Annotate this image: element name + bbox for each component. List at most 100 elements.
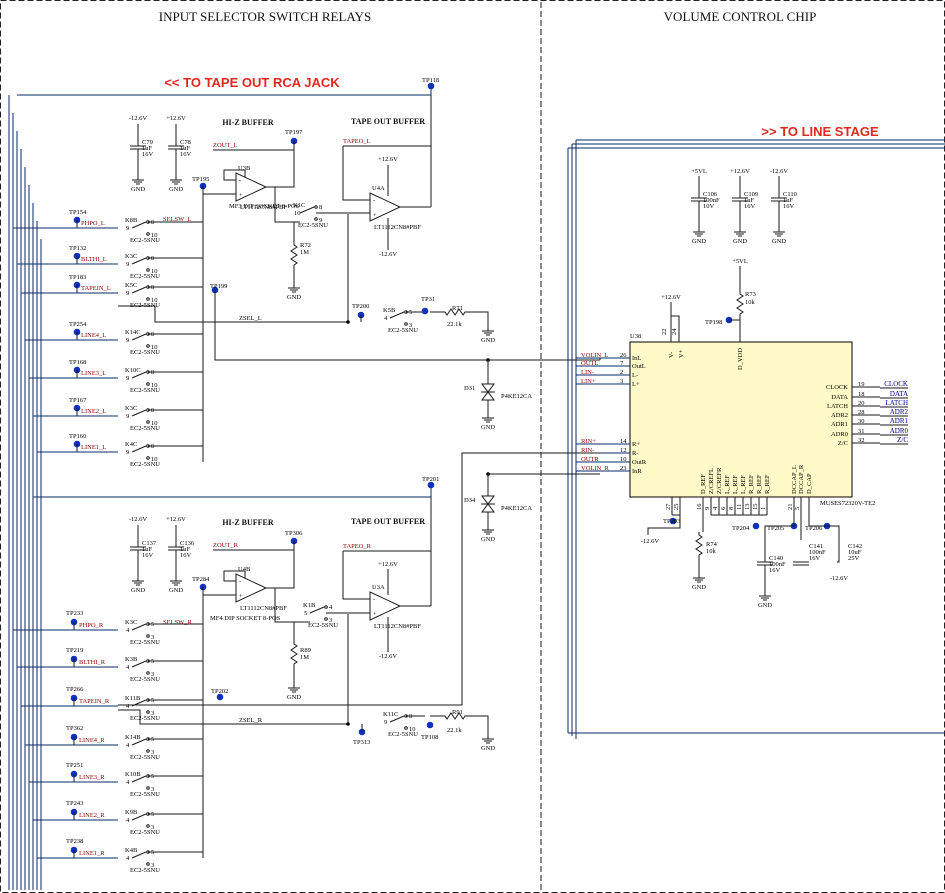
power-label: +5VL	[732, 258, 748, 265]
resistor	[736, 290, 744, 318]
relay-pin: 9	[126, 337, 129, 344]
chip-pin-name: ADR2	[831, 412, 848, 419]
resistor	[430, 712, 480, 720]
chip-pin-name: LATCH	[827, 403, 848, 410]
relay-pin: 3	[151, 710, 154, 717]
power-label: -12.6V	[770, 168, 789, 175]
wire	[266, 587, 310, 623]
relay-contact	[299, 206, 315, 214]
wire	[342, 551, 370, 600]
chip-pin-number: 12	[620, 447, 627, 454]
relay-pin: 4	[126, 817, 130, 824]
relay-pin: 9	[384, 719, 387, 726]
input-net-left: LINE4_L	[81, 332, 106, 339]
socket-label-right: MF4 DIP SOCKET 8-POS	[210, 615, 281, 622]
relay-node	[146, 382, 150, 386]
resistor-value: 1M	[300, 249, 309, 256]
cap-rating: 16V	[180, 151, 192, 158]
chip-net-right: ADR2	[890, 408, 909, 416]
relay-pin: 4	[126, 742, 130, 749]
chip-net: LIN+	[581, 378, 596, 385]
chip-pin-number: 21	[787, 504, 794, 511]
relay-part: EC2-5SNU	[130, 425, 160, 432]
chip-pin-number: 30	[858, 418, 865, 425]
opamp-plus: +	[373, 611, 377, 618]
opamp-part: LT1112CN8#PBF	[374, 623, 421, 630]
cap-value: 1uF	[180, 145, 191, 152]
opamp-minus: -	[239, 177, 241, 184]
chip-net-right: ADR0	[890, 427, 909, 435]
resistor-ref: R91	[452, 709, 463, 716]
cap-rating: 25V	[848, 555, 860, 562]
tvs-diode	[481, 383, 495, 393]
chip-pin-name: L-	[632, 372, 638, 379]
tvs-diode	[481, 503, 495, 513]
feedback-wire	[223, 570, 246, 582]
tp-label: TP205	[767, 525, 784, 532]
wire	[480, 715, 489, 733]
relay-part: EC2-5SNU	[130, 829, 160, 836]
relay-contact	[309, 606, 325, 614]
relay-pin: 4	[329, 604, 333, 611]
input-net-right: LINE3_R	[79, 774, 105, 781]
chip-part: MUSES72320V-TE2	[820, 500, 875, 507]
cap-value: 1uF	[180, 546, 191, 553]
tp-label: TP183	[69, 274, 86, 281]
cap-value: 100nF	[703, 197, 720, 204]
resistor-value: 22.1k	[447, 727, 462, 734]
relay-contact	[131, 851, 147, 859]
input-net-left: BLTHI_L	[81, 256, 107, 263]
power-label: -12.6V	[641, 538, 660, 545]
relay-pin: 3	[151, 824, 154, 831]
relay-contact	[131, 660, 147, 668]
chip-pin-name: CLOCK	[826, 384, 848, 391]
relay-node	[146, 862, 150, 866]
relay-contact	[131, 221, 147, 229]
tp-label: TP203	[663, 518, 680, 525]
chip-net: LIN-	[581, 369, 594, 376]
chip-pin-number: 5	[794, 507, 801, 510]
chip-pin-name: R_REF	[748, 474, 755, 494]
relay-node	[146, 456, 150, 460]
socket-label-left: MF3 DIP SOCKET 8-POS	[229, 203, 300, 210]
power-label: -12.6V	[379, 653, 398, 660]
chip-pin-number: 23	[620, 465, 627, 472]
chip-pin-number: 2	[620, 369, 623, 376]
relay-node	[146, 420, 150, 424]
chip-pin-name: ADR1	[831, 421, 848, 428]
tp-label: TP197	[285, 129, 303, 136]
note-line-stage: >> TO LINE STAGE	[761, 124, 879, 139]
relay-node	[404, 726, 408, 730]
tp-label: TP266	[66, 686, 84, 693]
wire	[480, 311, 489, 325]
chip-pin-number: 26	[620, 352, 627, 359]
tp-label: TP284	[192, 576, 210, 583]
relay-part: EC2-5SNU	[130, 676, 160, 683]
cap-value: 1uF	[783, 197, 794, 204]
relay-part: EC2-5SNU	[130, 302, 160, 309]
chip-pin-name: R_REF	[764, 474, 771, 494]
chip-pin-name: V+	[678, 349, 685, 358]
tp108	[426, 721, 434, 729]
relay-pin: 10	[151, 456, 158, 463]
relay-pin: 3	[151, 862, 154, 869]
tape-buffer-title-right: TAPE OUT BUFFER	[351, 517, 425, 526]
ground-label: GND	[692, 584, 706, 591]
ground-label: GND	[481, 536, 495, 543]
tp-label: TP238	[66, 838, 83, 845]
power-label: +12.6V	[730, 168, 750, 175]
cap-rating: 16V	[142, 552, 154, 559]
chip-pin-name: R_REF	[756, 474, 763, 494]
tp31	[421, 307, 429, 315]
net-zout-l: ZOUT_L	[213, 142, 238, 149]
opamp-u4b	[235, 573, 268, 603]
ground-label: GND	[692, 238, 706, 245]
relay-part: EC2-5SNU	[130, 639, 160, 646]
relay-ref: K5B	[383, 307, 396, 314]
ground-label: GND	[481, 745, 495, 752]
relay-contact	[131, 257, 147, 265]
relay-pin: 10	[151, 382, 158, 389]
tp-label: TP168	[69, 359, 86, 366]
chip-pin-name: OutR	[632, 459, 647, 466]
